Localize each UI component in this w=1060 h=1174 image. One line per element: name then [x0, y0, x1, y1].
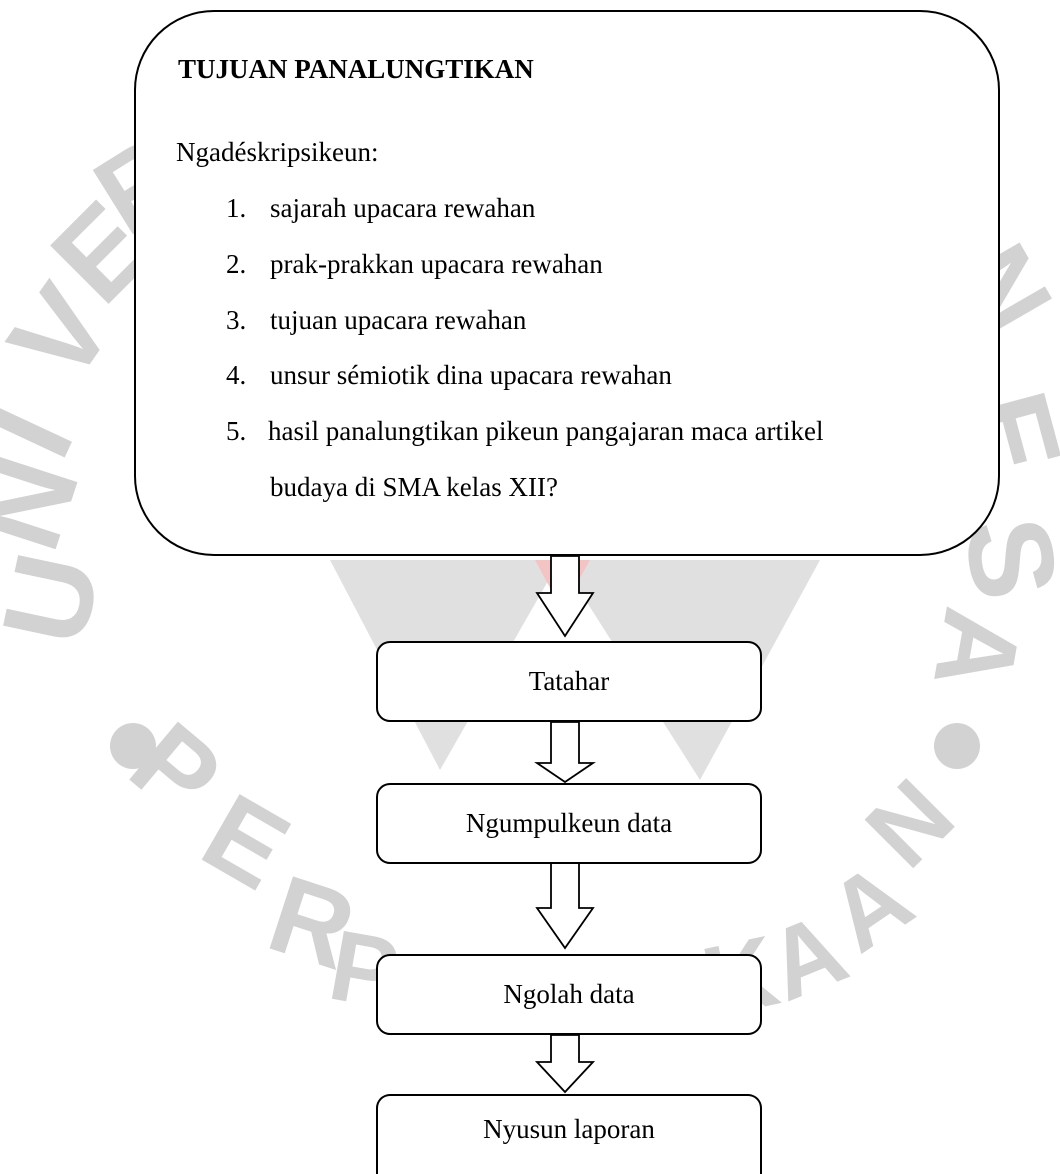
- research-goal-box: [134, 10, 1000, 556]
- arrow-goal-to-step1: [535, 555, 595, 638]
- step-box-data-collection: Ngumpulkeun data: [376, 783, 762, 864]
- goal-item-number: 3.: [226, 305, 247, 335]
- step-label: Ngumpulkeun data: [465, 808, 673, 838]
- goal-item-text: sajarah upacara rewahan: [270, 193, 536, 223]
- goal-item-text: hasil panalungtikan pikeun pangajaran ma…: [268, 416, 824, 446]
- watermark-dot-right: [934, 723, 980, 769]
- goal-intro: Ngadéskripsikeun:: [176, 137, 379, 167]
- step-box-data-processing: Ngolah data: [376, 954, 762, 1035]
- goal-item-text: tujuan upacara rewahan: [270, 305, 527, 335]
- goal-title: TUJUAN PANALUNGTIKAN: [178, 54, 534, 84]
- watermark-dot-left: [110, 723, 156, 769]
- step-label: Nyusun laporan: [483, 1114, 655, 1144]
- goal-item-text: prak-prakkan upacara rewahan: [270, 249, 603, 279]
- step-label: Ngolah data: [503, 979, 635, 1009]
- step-label: Tatahar: [528, 666, 610, 696]
- goal-item-number: 2.: [226, 249, 247, 279]
- goal-item-number: 4.: [226, 360, 247, 390]
- goal-item-text: unsur sémiotik dina upacara rewahan: [270, 360, 672, 390]
- arrow-step1-to-step2: [534, 721, 596, 784]
- goal-item-number: 1.: [226, 193, 247, 223]
- step-box-report-writing: Nyusun laporan: [376, 1094, 762, 1174]
- arrow-step3-to-step4: [534, 1034, 596, 1094]
- goal-item-text-continuation: budaya di SMA kelas XII?: [270, 472, 558, 502]
- step-box-preparation: Tatahar: [376, 641, 762, 722]
- arrow-step2-to-step3: [535, 861, 595, 950]
- goal-item-number: 5.: [226, 416, 247, 446]
